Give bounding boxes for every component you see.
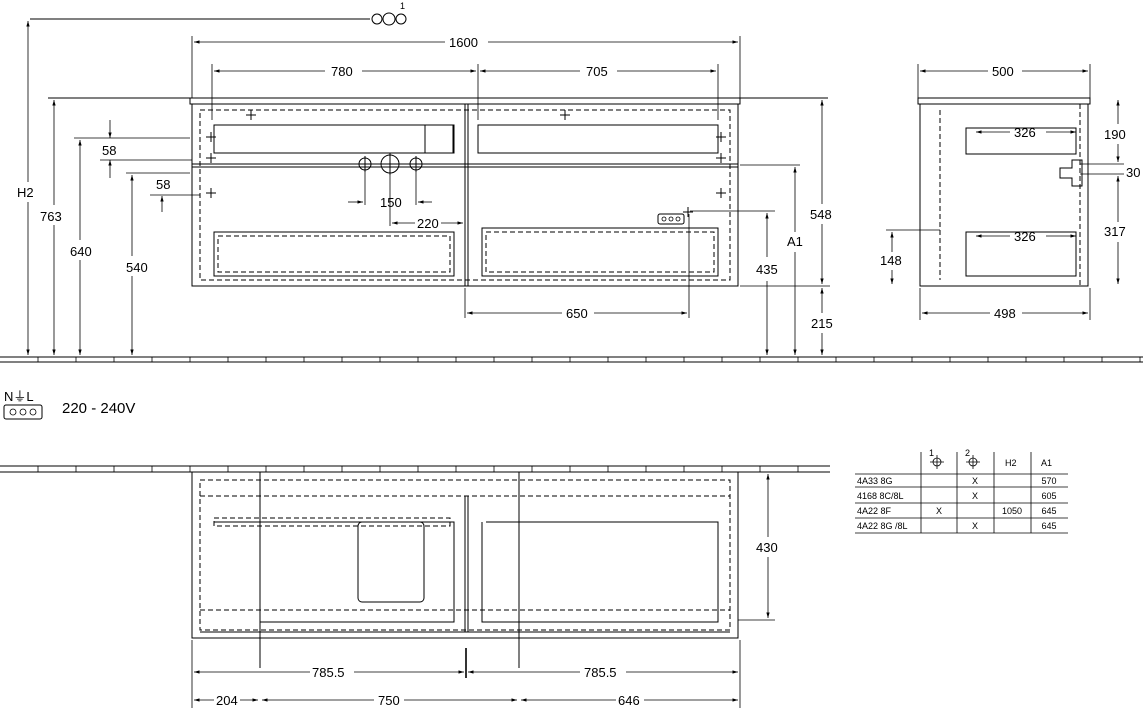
svg-text:763: 763 (40, 209, 62, 224)
svg-text:317: 317 (1104, 224, 1126, 239)
table-cell-col2: X (972, 491, 978, 501)
svg-text:500: 500 (992, 64, 1014, 79)
svg-text:2: 2 (965, 448, 970, 458)
model-table: 1 2 H2 A1 4A33 8G X 570 4168 8C/8L X 605 4A22 … (855, 448, 1068, 534)
drawer-lower-left (213, 231, 455, 277)
dim-side-depth: 500 498 326 326 (917, 64, 1091, 321)
voltage-label: 220 - 240V (62, 400, 135, 417)
svg-text:H2: H2 (17, 185, 34, 200)
table-cell-col1: X (936, 506, 942, 516)
crosshair-icon: 2 (965, 448, 980, 469)
svg-text:650: 650 (566, 306, 588, 321)
front-view: 1 1600 780 705 H2 (0, 1, 1143, 363)
svg-text:190: 190 (1104, 127, 1126, 142)
svg-text:215: 215 (811, 316, 833, 331)
top-view: 430 785.5 785.5 204 750 646 (0, 465, 830, 708)
svg-text:435: 435 (756, 262, 778, 277)
drawer-upper-left (213, 124, 455, 154)
dim-top-halves: 785.5 785.5 (191, 640, 741, 708)
drain-icon (1059, 159, 1083, 187)
dim-top-depth: 430 (738, 471, 778, 621)
drawer-lower-right (481, 227, 719, 277)
mounting-markers (206, 110, 726, 217)
table-cell-model: 4168 8C/8L (857, 491, 904, 501)
svg-text:646: 646 (618, 693, 640, 708)
dim-total-width: 1600 (191, 35, 741, 98)
table-cell-a1: 570 (1041, 476, 1056, 486)
svg-text:785.5: 785.5 (584, 665, 617, 680)
table-cell-col2: X (972, 476, 978, 486)
svg-text:H2: H2 (1005, 458, 1017, 468)
svg-text:705: 705 (586, 64, 608, 79)
countertop-front (189, 97, 741, 105)
dim-side-heights: 190 30 317 148 (880, 100, 1140, 284)
table-cell-a1: 645 (1041, 521, 1056, 531)
dim-socket-offset: 650 (464, 214, 690, 321)
marker-number: 1 (400, 1, 405, 11)
svg-text:1600: 1600 (449, 35, 478, 50)
side-view: 500 498 326 326 190 30 317 (880, 64, 1140, 321)
svg-text:1: 1 (929, 448, 934, 458)
connector-symbol-1: 1 (30, 1, 407, 26)
svg-text:148: 148 (880, 253, 902, 268)
table-row: 4A33 8G X 570 (857, 476, 1057, 486)
svg-text:58: 58 (102, 143, 116, 158)
svg-text:326: 326 (1014, 229, 1036, 244)
table-header: 1 2 H2 A1 (929, 448, 1052, 469)
svg-text:548: 548 (810, 207, 832, 222)
socket-icon (657, 213, 685, 225)
svg-text:A1: A1 (1041, 458, 1052, 468)
table-cell-a1: 645 (1041, 506, 1056, 516)
svg-text:A1: A1 (787, 234, 803, 249)
svg-text:220: 220 (417, 216, 439, 231)
basin-cutout (357, 521, 425, 603)
svg-text:785.5: 785.5 (312, 665, 345, 680)
dim-left-heights: H2 763 640 540 58 58 (17, 21, 200, 355)
table-row: 4A22 8G /8L X 645 (857, 521, 1057, 531)
dim-right-heights: 435 A1 548 215 (690, 100, 833, 355)
table-cell-h2: 1050 (1002, 506, 1022, 516)
svg-text:750: 750 (378, 693, 400, 708)
floor-line-front (0, 356, 1143, 363)
table-cell-model: 4A33 8G (857, 476, 893, 486)
cabinet-body-side (919, 103, 1089, 287)
dim-top-segments: 204 750 646 (194, 693, 738, 708)
svg-text:30: 30 (1126, 165, 1140, 180)
svg-text:150: 150 (380, 195, 402, 210)
electrical-symbol-label: N⏚L (4, 389, 34, 404)
dim-drawer-widths: 780 705 (211, 64, 719, 120)
svg-text:58: 58 (156, 177, 170, 192)
table-row: 4168 8C/8L X 605 (857, 491, 1057, 501)
table-cell-model: 4A22 8G /8L (857, 521, 908, 531)
table-cell-a1: 605 (1041, 491, 1056, 501)
svg-text:204: 204 (216, 693, 238, 708)
floor-line-top (0, 465, 830, 473)
electrical-spec: N⏚L 220 - 240V (3, 389, 135, 420)
svg-text:430: 430 (756, 540, 778, 555)
table-row: 4A22 8F X 1050 645 (857, 506, 1057, 516)
cabinet-body-top (191, 471, 739, 639)
svg-text:326: 326 (1014, 125, 1036, 140)
crosshair-icon: 1 (929, 448, 944, 469)
table-rows: 4A33 8G X 570 4168 8C/8L X 605 4A22 8F X 1050 645… (857, 476, 1057, 531)
table-cell-model: 4A22 8F (857, 506, 892, 516)
plumbing-connectors (357, 153, 424, 175)
socket-symbol-icon (3, 404, 43, 420)
drawer-upper-right (477, 124, 719, 154)
svg-text:780: 780 (331, 64, 353, 79)
svg-text:640: 640 (70, 244, 92, 259)
svg-text:540: 540 (126, 260, 148, 275)
svg-text:498: 498 (994, 306, 1016, 321)
dim-connector-spacing: 150 220 (348, 172, 463, 231)
drawer-outlines-top (214, 521, 518, 623)
table-cell-col2: X (972, 521, 978, 531)
